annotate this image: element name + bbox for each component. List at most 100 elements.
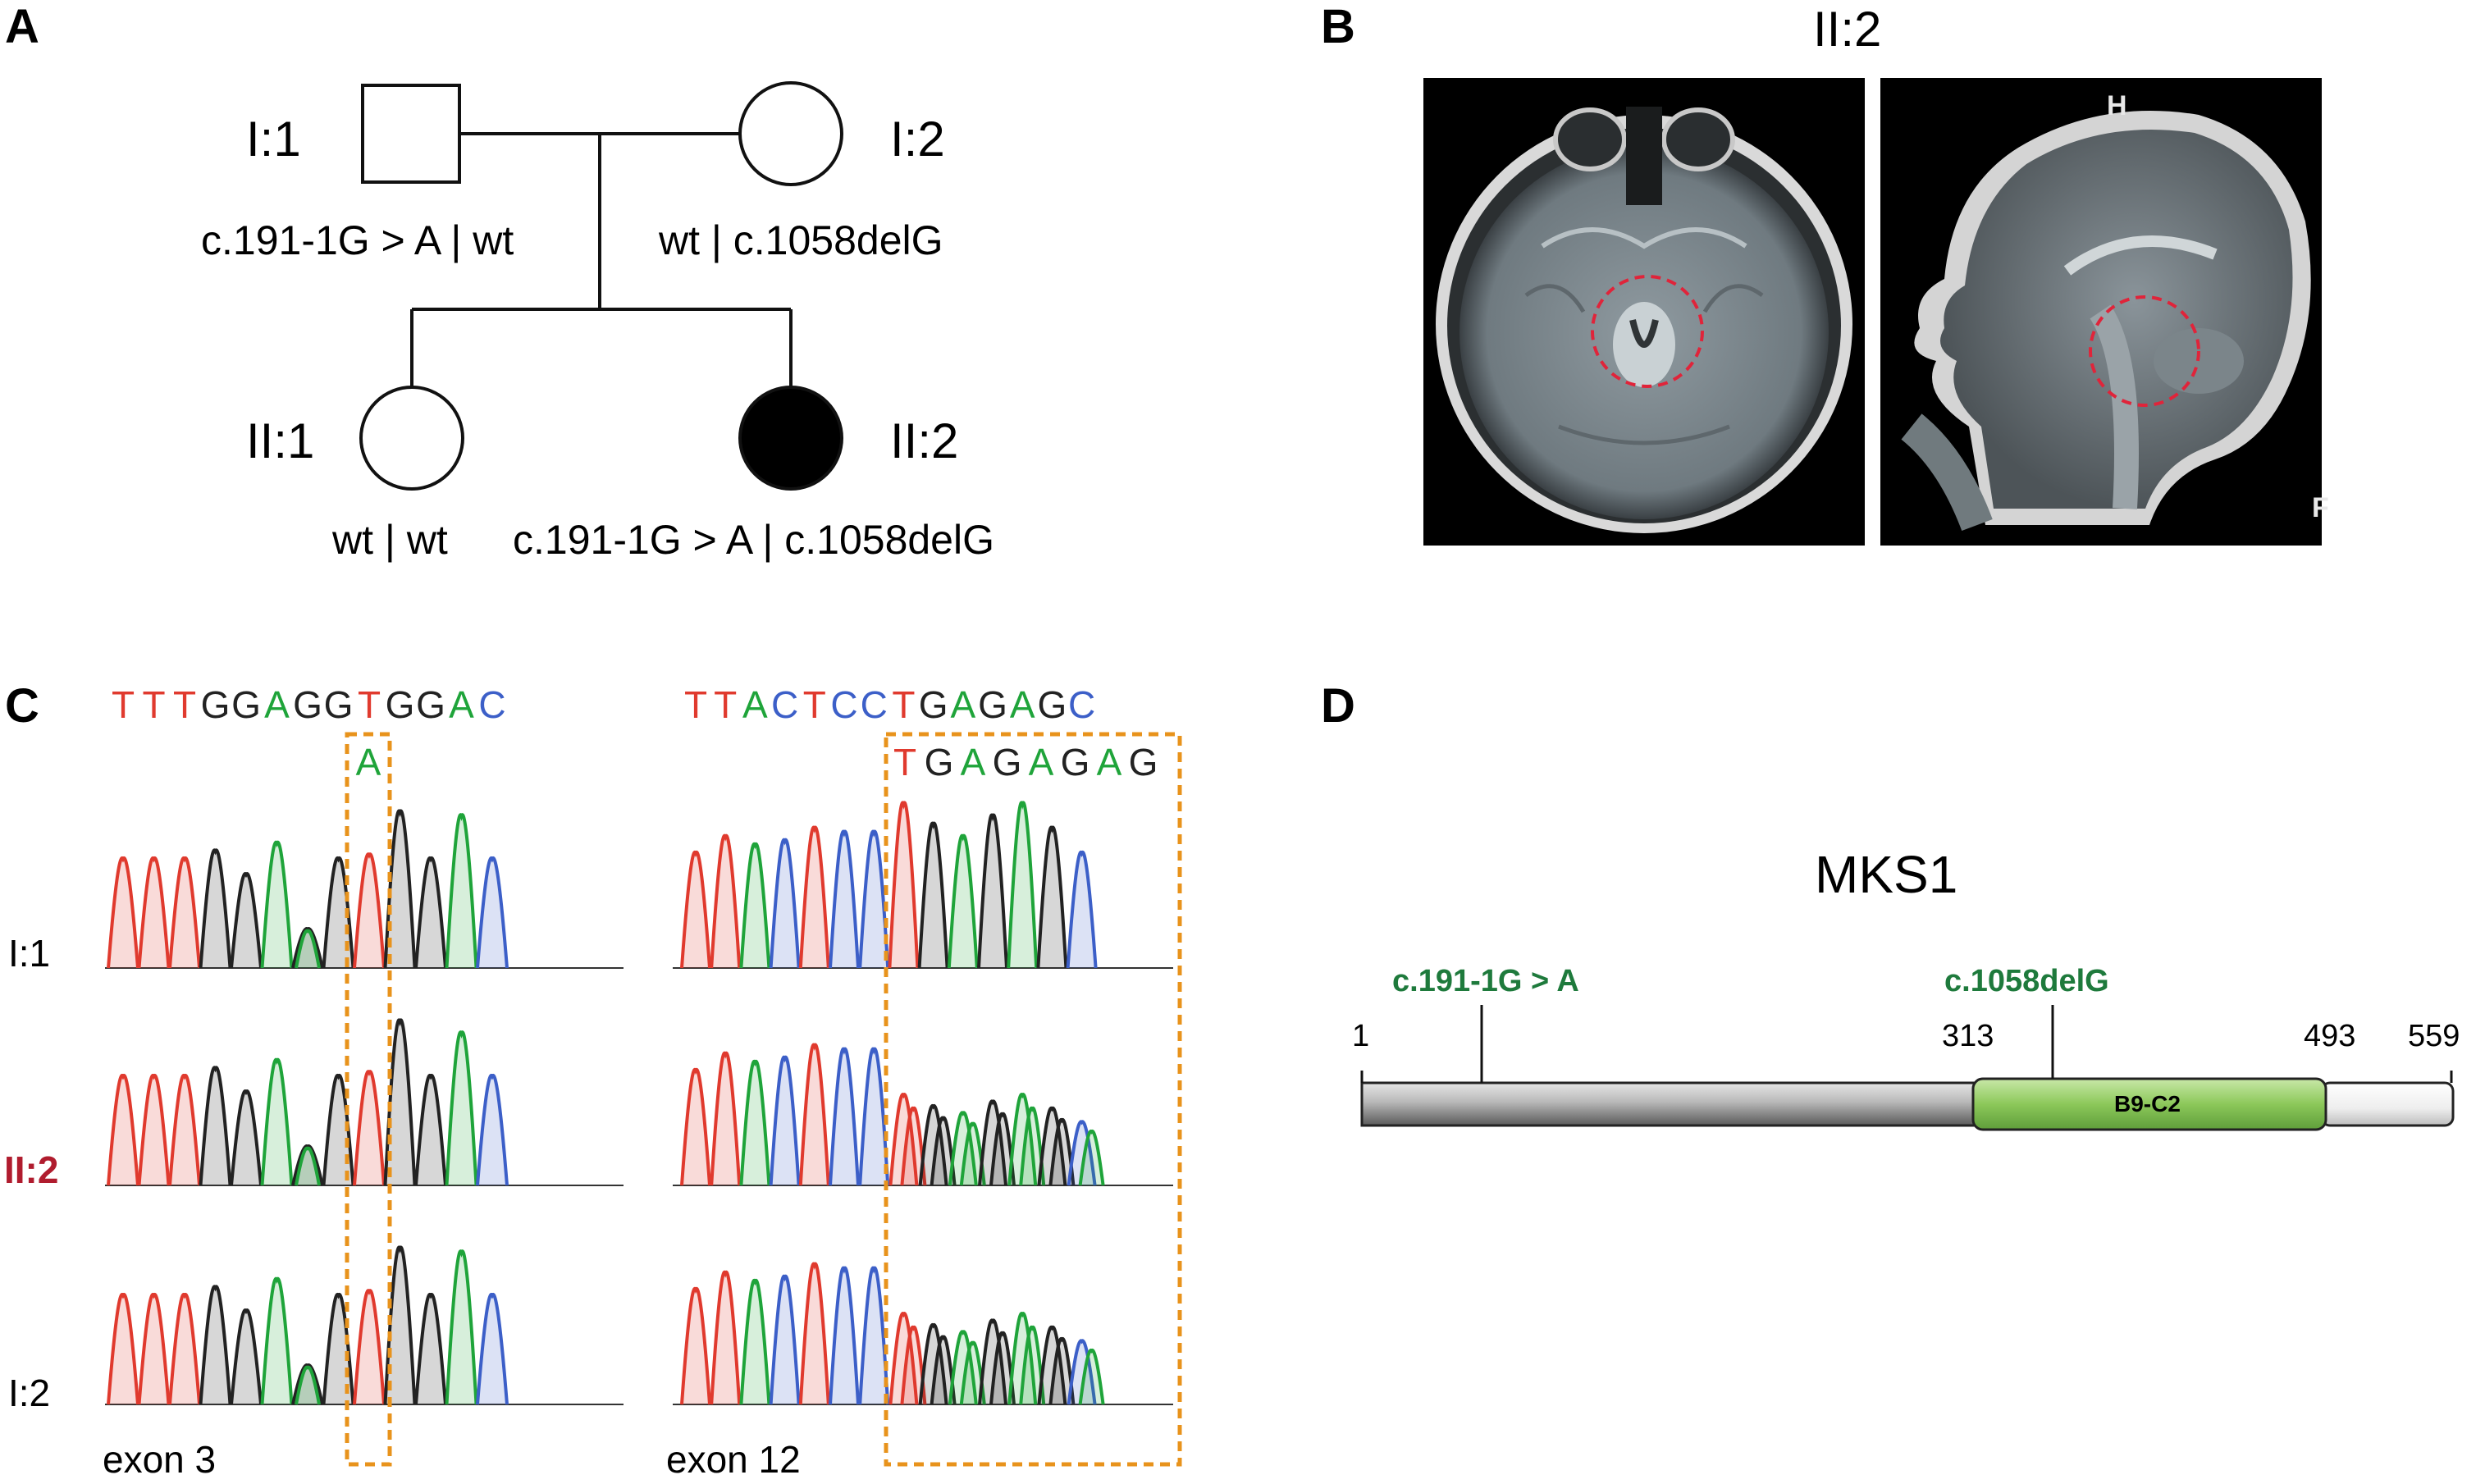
right-peak-10: [977, 813, 1008, 969]
father-square: [361, 84, 461, 184]
right-peak-9: [947, 833, 979, 969]
right-alt-base-4: A: [1029, 741, 1054, 783]
mutation1-label: c.191-1G > A: [1392, 964, 1579, 998]
right-peak-7: [888, 1312, 919, 1405]
right-shift-peak-11: [1019, 1325, 1046, 1405]
right-peak-6: [858, 1047, 890, 1186]
left-peak-10: [414, 1073, 447, 1186]
exon3-label: exon 3: [103, 1438, 216, 1481]
right-base-3: C: [771, 683, 798, 726]
left-peak-11: [445, 813, 478, 969]
left-peak-4: [230, 1089, 263, 1186]
right-peak-13: [1067, 1339, 1097, 1405]
left-peak-4: [230, 1308, 263, 1405]
left-base-8: T: [358, 683, 381, 726]
right-base-8: G: [919, 683, 948, 726]
left-peak-2: [168, 1292, 201, 1405]
panel-label-c: C: [5, 679, 39, 733]
left-het-peak: [295, 1146, 321, 1186]
mother-id: I:2: [890, 112, 945, 167]
protein-name: MKS1: [1815, 845, 1957, 904]
left-peak-3: [199, 1285, 232, 1405]
left-base-12: C: [478, 683, 505, 726]
row-label-i2: I:2: [8, 1372, 50, 1414]
left-peak-7: [322, 856, 355, 969]
right-peak-12: [1037, 1106, 1067, 1186]
left-peak-8: [353, 852, 386, 969]
right-alt-base-6: A: [1097, 741, 1122, 783]
left-het-peak: [295, 929, 321, 969]
left-base-6: G: [293, 683, 322, 726]
pedigree-chart: [359, 81, 843, 491]
right-shift-peak-10: [989, 1112, 1016, 1186]
position-domain-end: 493: [2304, 1019, 2355, 1053]
left-peak-11: [445, 1030, 478, 1186]
right-peak-2: [739, 842, 771, 969]
left-peak-4: [230, 872, 263, 969]
child2-genotype: c.191-1G > A | c.1058delG: [513, 517, 994, 563]
left-peak-10: [414, 1292, 447, 1405]
right-peak-7: [888, 801, 920, 969]
left-base-3: G: [201, 683, 231, 726]
right-peak-9: [948, 1111, 978, 1186]
father-id: I:1: [246, 112, 301, 167]
left-base-10: G: [416, 683, 445, 726]
right-peak-11: [1007, 1312, 1038, 1405]
right-peak-13: [1067, 1120, 1097, 1186]
protein-bar: [1360, 1005, 2455, 1131]
left-peak-12: [476, 856, 509, 969]
right-peak-3: [769, 838, 801, 969]
right-peak-11: [1007, 801, 1039, 969]
right-shift-peak-12: [1048, 1336, 1076, 1405]
right-peak-8: [917, 821, 949, 969]
right-base-1: T: [714, 683, 737, 726]
right-alt-base-7: G: [1129, 741, 1158, 783]
sagittal-marker-bottom: F: [2312, 492, 2329, 523]
left-peak-0: [107, 1292, 139, 1405]
left-peak-1: [137, 856, 171, 969]
right-base-10: G: [978, 683, 1007, 726]
panel-label-a: A: [5, 0, 39, 53]
right-peak-10: [978, 1318, 1007, 1405]
exon3-highlight-box: [345, 732, 392, 1467]
left-base-9: G: [386, 683, 415, 726]
right-peak-2: [739, 1278, 771, 1405]
left-base-4: G: [231, 683, 261, 726]
right-base-2: A: [742, 683, 768, 726]
right-alt-base-0: T: [893, 741, 916, 783]
right-shift-peak-9: [959, 1340, 986, 1405]
right-shift-peak-8: [930, 1335, 957, 1405]
protein-c-terminus: [2320, 1081, 2455, 1127]
right-base-12: G: [1038, 683, 1067, 726]
left-peak-8: [353, 1289, 386, 1405]
right-shift-peak-12: [1048, 1117, 1076, 1186]
right-peak-2: [739, 1059, 771, 1186]
right-shift-peak-7: [900, 1106, 927, 1186]
sagittal-mri-image: H F: [1880, 78, 2329, 546]
row-label-ii2: II:2: [4, 1148, 58, 1191]
left-peak-11: [445, 1249, 478, 1405]
right-peak-8: [918, 1103, 948, 1186]
mother-genotype: wt | c.1058delG: [658, 217, 943, 263]
exon12-highlight-box: [884, 732, 1182, 1467]
right-peak-5: [829, 1047, 860, 1186]
right-shift-peak-10: [989, 1331, 1016, 1405]
right-peak-0: [680, 1286, 711, 1405]
right-peak-8: [918, 1322, 948, 1405]
left-peak-3: [199, 1066, 232, 1186]
position-start: 1: [1352, 1019, 1369, 1053]
right-shift-peak-8: [930, 1116, 957, 1186]
right-peak-1: [710, 1051, 742, 1186]
left-alt-base-0: A: [356, 741, 381, 783]
right-peak-4: [798, 825, 830, 969]
mri-patient-label: II:2: [1813, 2, 1881, 57]
axial-mri-image: [1423, 78, 1865, 546]
right-shift-peak-7: [900, 1325, 927, 1405]
left-base-5: A: [264, 683, 290, 726]
left-peak-5: [260, 1057, 294, 1186]
right-peak-11: [1007, 1093, 1038, 1186]
right-alt-base-3: G: [993, 741, 1022, 783]
row-label-i1: I:1: [8, 932, 50, 975]
right-peak-4: [798, 1043, 830, 1186]
